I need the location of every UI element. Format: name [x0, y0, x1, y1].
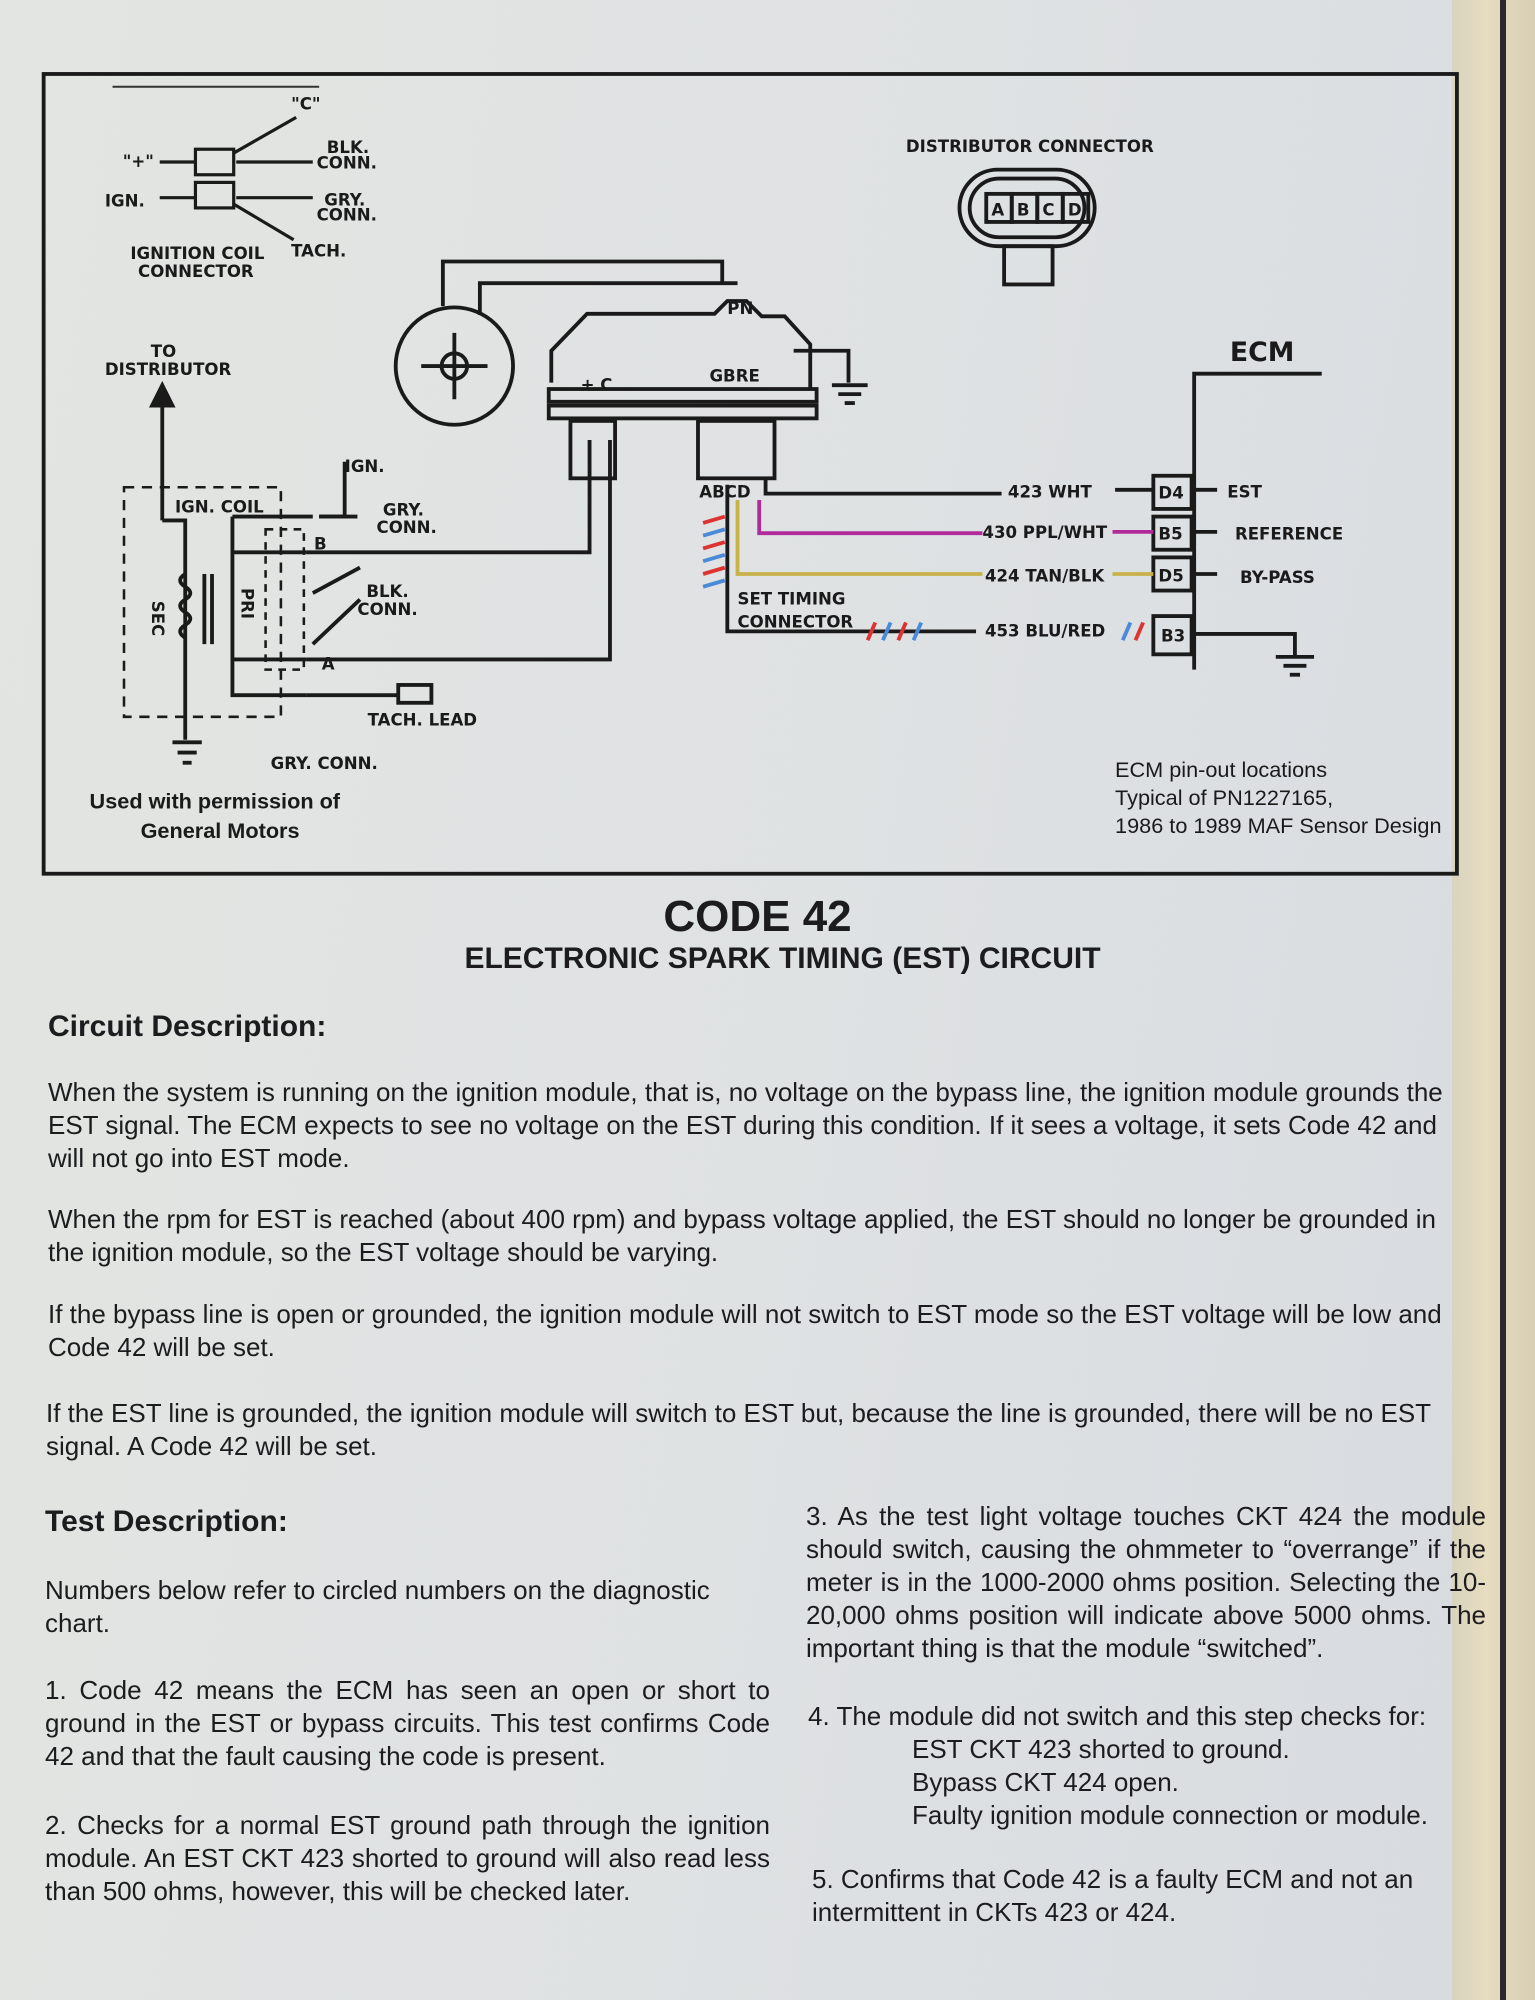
wire-424-label: 424 TAN/BLK: [985, 567, 1105, 586]
ecm-function-reference: REFERENCE: [1235, 525, 1343, 544]
test-item-2: 2. Checks for a normal EST ground path t…: [45, 1810, 770, 1906]
wire-423-label: 423 WHT: [1008, 482, 1093, 501]
binding-shadow: [1500, 0, 1506, 2000]
ignition-coil-schematic: [122, 380, 612, 765]
ignition-coil-connector-icon: [159, 115, 313, 242]
label-blk: BLK.: [327, 138, 369, 157]
test-item-4-text: 4. The module did not switch and this st…: [808, 1701, 1427, 1731]
wire-430-label: 430 PPL/WHT: [982, 523, 1107, 542]
distributor-connector-title: DISTRIBUTOR CONNECTOR: [906, 137, 1154, 156]
circuit-paragraph-3: If the bypass line is open or grounded, …: [48, 1299, 1442, 1362]
ecm-title: ECM: [1230, 337, 1295, 368]
diagram-frame: [41, 72, 1459, 876]
label-set-timing: SET TIMING: [738, 590, 846, 609]
page-edge: [1452, 0, 1535, 2000]
test-item-3: 3. As the test light voltage touches CKT…: [806, 1501, 1486, 1663]
label-blk-conn: CONN.: [317, 153, 377, 172]
test-intro: Numbers below refer to circled numbers o…: [45, 1575, 710, 1638]
label-tach: TACH.: [291, 241, 346, 260]
label-pin-a: A: [322, 655, 335, 674]
dist-pin-a: A: [991, 201, 1004, 220]
label-gry-conn-3: GRY. CONN.: [271, 754, 378, 773]
label-gry-conn-2: CONN.: [377, 518, 437, 537]
label-abcd: ABCD: [699, 482, 750, 501]
label-distributor: DISTRIBUTOR: [105, 360, 232, 379]
circuit-paragraph-1: When the system is running on the igniti…: [48, 1077, 1443, 1173]
label-to: TO: [151, 342, 176, 361]
page-subtitle: ELECTRONIC SPARK TIMING (EST) CIRCUIT: [464, 942, 1101, 975]
ecm-pin-d5: D5: [1158, 567, 1183, 586]
ecm-note-line3: 1986 to 1989 MAF Sensor Design: [1115, 813, 1441, 838]
ecm-pin-b5: B5: [1158, 525, 1182, 544]
page-title: CODE 42: [663, 892, 852, 941]
label-ign-coil: IGN. COIL: [175, 498, 264, 517]
ecm-function-bypass: BY-PASS: [1240, 568, 1315, 587]
label-gry-2: GRY.: [383, 500, 424, 519]
dist-pin-b: B: [1017, 201, 1030, 220]
label-pri: PRI: [237, 588, 256, 619]
dist-pin-d: D: [1068, 201, 1082, 220]
wire-430-ppl-wht: [757, 500, 983, 536]
circuit-paragraph-4: If the EST line is grounded, the ignitio…: [46, 1398, 1431, 1461]
wire-424-tan-blk: [735, 500, 983, 576]
ecm-note-line1: ECM pin-out locations: [1115, 757, 1327, 782]
permission-note: Used with permission of: [90, 789, 341, 814]
test-item-4: 4. The module did not switch and this st…: [808, 1700, 1488, 1832]
wire-453-label: 453 BLU/RED: [985, 621, 1105, 640]
permission-note-2: General Motors: [141, 818, 300, 843]
ecm-note-line2: Typical of PN1227165,: [1115, 785, 1333, 810]
distributor-connector-icon: [957, 167, 1097, 287]
test-item-5: 5. Confirms that Code 42 is a faulty ECM…: [812, 1864, 1414, 1927]
circuit-paragraph-2: When the rpm for EST is reached (about 4…: [48, 1204, 1437, 1267]
label-plus: "+": [123, 152, 154, 171]
label-c: "C": [291, 95, 320, 114]
label-ign-2: IGN.: [345, 457, 385, 476]
circuit-description-heading: Circuit Description:: [48, 1010, 327, 1043]
test-item-1: 1. Code 42 means the ECM has seen an ope…: [45, 1675, 770, 1771]
label-gry: GRY.: [324, 190, 365, 209]
ecm-pin-d4: D4: [1158, 484, 1183, 503]
label-set-timing-connector: CONNECTOR: [738, 613, 854, 632]
label-ign: IGN.: [105, 192, 145, 211]
coil-connector-title-2: CONNECTOR: [138, 262, 254, 281]
label-gry-conn: CONN.: [317, 206, 377, 225]
test-item-4-sub-2: Bypass CKT 424 open.: [912, 1767, 1179, 1797]
label-pn: PN: [727, 299, 753, 318]
ecm-pin-b3: B3: [1161, 627, 1185, 646]
test-item-4-sub-3: Faulty ignition module connection or mod…: [912, 1800, 1428, 1830]
ignition-module-schematic: [393, 259, 1002, 634]
label-plus-c: + C: [581, 375, 613, 394]
label-tach-lead: TACH. LEAD: [368, 711, 477, 730]
label-pin-b: B: [314, 535, 327, 554]
test-description-heading: Test Description:: [45, 1505, 288, 1538]
dist-pin-c: C: [1042, 201, 1054, 220]
label-blk-conn-2: CONN.: [357, 600, 417, 619]
label-gbre: GBRE: [709, 366, 759, 385]
label-sec: SEC: [148, 601, 167, 636]
wire-453-blu-red-stripes: [702, 514, 1145, 642]
test-item-4-sub-1: EST CKT 423 shorted to ground.: [912, 1734, 1290, 1764]
label-blk-2: BLK.: [366, 582, 408, 601]
ecm-function-est: EST: [1227, 482, 1262, 501]
coil-connector-title: IGNITION COIL: [130, 244, 264, 263]
